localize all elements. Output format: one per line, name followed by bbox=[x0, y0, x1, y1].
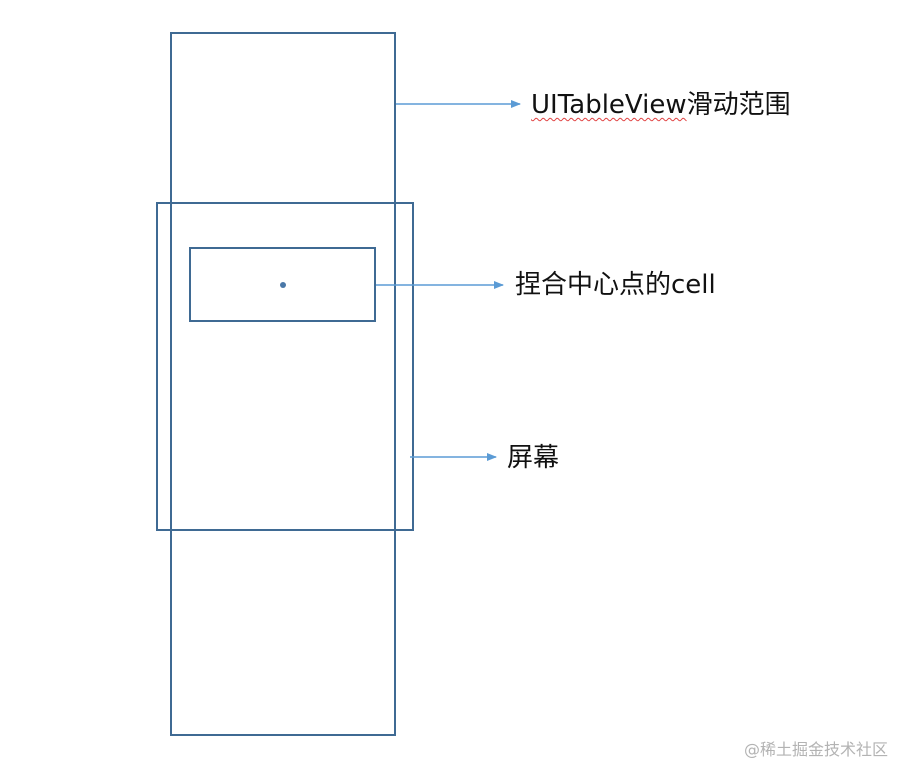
tableview-name: UITableView bbox=[531, 90, 687, 120]
scroll-range-text: 滑动范围 bbox=[686, 90, 791, 120]
pinch-center-cell-label: 捏合中心点的cell bbox=[515, 270, 716, 300]
screen-box bbox=[156, 202, 414, 531]
tableview-scroll-range-label: UITableView滑动范围 bbox=[531, 92, 791, 118]
screen-label: 屏幕 bbox=[507, 443, 560, 473]
tableview-scroll-range-box bbox=[170, 32, 396, 736]
pinch-center-cell-box bbox=[189, 247, 376, 322]
pinch-center-dot bbox=[280, 282, 286, 288]
watermark: @稀土掘金技术社区 bbox=[743, 740, 888, 759]
